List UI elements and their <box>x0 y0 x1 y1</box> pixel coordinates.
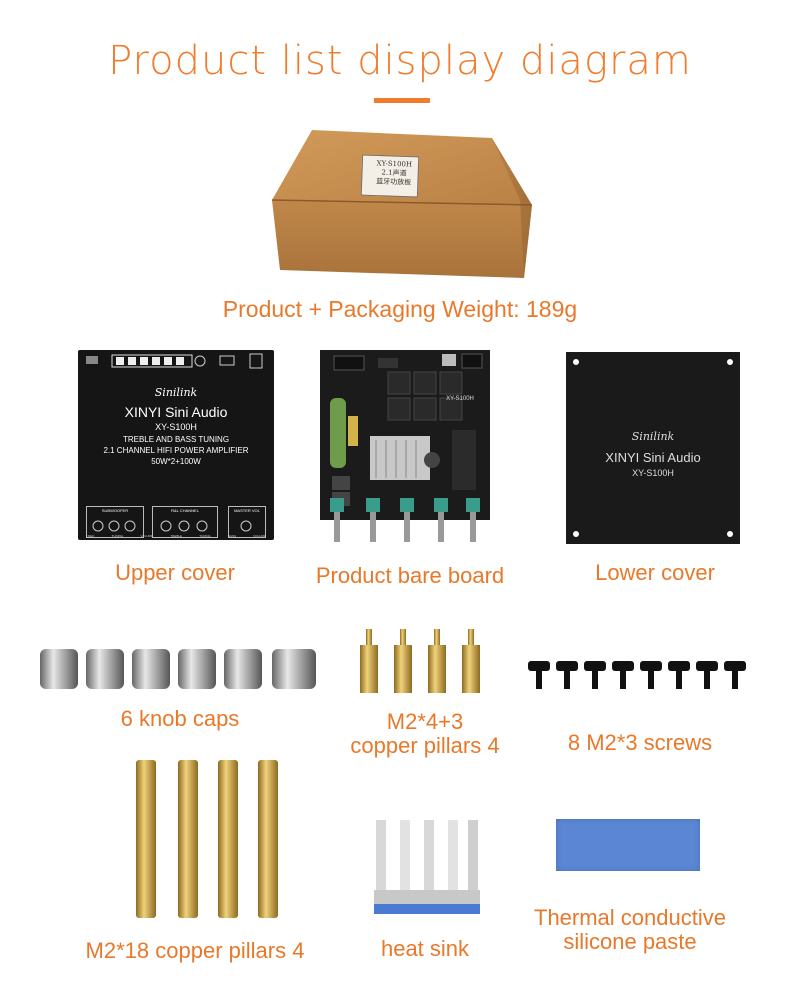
page-title: Product list display diagram <box>108 38 692 84</box>
heat-sink-image <box>374 820 480 914</box>
lower-model: XY-S100H <box>632 468 674 478</box>
subwoofer-section: SUBWOOFER <box>86 506 144 538</box>
master-vol-section: MASTER VOL <box>228 506 266 538</box>
knob-caps-caption: 6 knob caps <box>120 706 240 731</box>
upper-brand: Sinilink <box>154 386 198 399</box>
long-pillars-image <box>136 760 278 918</box>
short-pillars-image <box>360 629 480 693</box>
long-pillars-caption: M2*18 copper pillars 4 <box>85 938 305 963</box>
box-caption: Product + Packaging Weight: 189g <box>222 296 578 322</box>
lower-name: XINYI Sini Audio <box>605 450 701 465</box>
connector-icons <box>86 353 263 369</box>
upper-name: XINYI Sini Audio <box>124 404 228 420</box>
thermal-pad-caption: Thermal conductive silicone paste <box>534 905 726 954</box>
packaging-box-image <box>271 130 533 278</box>
screws-caption: 8 M2*3 screws <box>567 730 713 755</box>
upper-model: XY-S100H <box>155 422 197 432</box>
bare-board-image: XY-S100H <box>320 350 490 545</box>
knob-hole-icons <box>92 520 252 532</box>
thermal-pad-image <box>556 819 700 871</box>
screws-image <box>528 661 746 689</box>
lower-cover-caption: Lower cover <box>595 560 715 585</box>
upper-line1: TREBLE AND BASS TUNING <box>122 435 230 444</box>
lower-brand: Sinilink <box>631 430 675 443</box>
upper-line2: 2.1 CHANNEL HIFI POWER AMPLIFIER <box>103 446 249 455</box>
knob-caps-image <box>40 649 316 689</box>
upper-line3: 50W*2+100W <box>151 457 201 466</box>
heat-sink-caption: heat sink <box>380 936 470 961</box>
short-pillars-caption: M2*4+3 copper pillars 4 <box>350 709 500 758</box>
bare-board-model: XY-S100H <box>446 396 474 402</box>
lower-cover-image: Sinilink XINYI Sini Audio XY-S100H <box>566 352 740 544</box>
upper-cover-image: Sinilink XINYI Sini Audio XY-S100H TREBL… <box>78 350 274 540</box>
rl-channel-section: R&L CHANNEL <box>152 506 218 538</box>
corner-holes <box>573 359 733 537</box>
bare-board-caption: Product bare board <box>315 563 505 588</box>
upper-cover-caption: Upper cover <box>115 560 235 585</box>
title-underline <box>374 98 430 103</box>
box-label: XY-S100H 2.1声道 蓝牙功放板 <box>376 159 413 187</box>
